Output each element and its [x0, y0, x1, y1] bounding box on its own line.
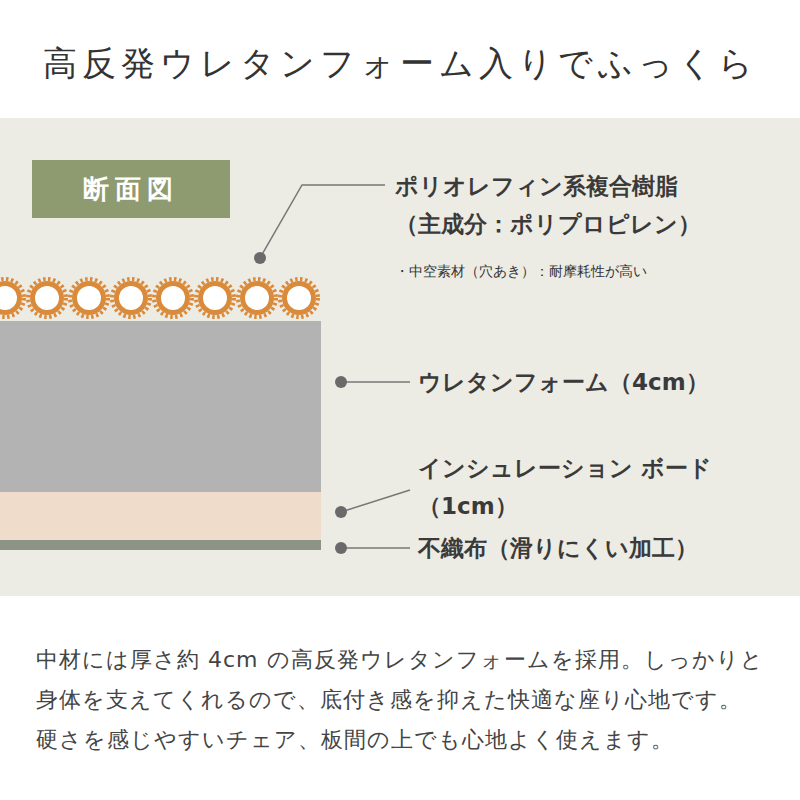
- leader-dot: [335, 506, 347, 518]
- section-tag: 断面図: [32, 160, 230, 218]
- bead-teeth: [28, 279, 66, 317]
- leader-line: [341, 490, 410, 512]
- bead-teeth: [112, 279, 150, 317]
- leader-line: [341, 381, 410, 383]
- bead-teeth: [154, 279, 192, 317]
- leader-line: [341, 547, 410, 549]
- leader-dot: [335, 542, 347, 554]
- hollow-bead: [70, 279, 108, 317]
- nonwoven-layer: [0, 540, 321, 550]
- bead-body: [240, 281, 274, 315]
- bead-teeth: [0, 279, 24, 317]
- bead-hole: [245, 286, 269, 310]
- bead-teeth: [70, 279, 108, 317]
- bead-hole: [203, 286, 227, 310]
- polyolefin-layer: [0, 279, 318, 317]
- bead-body: [156, 281, 190, 315]
- insulation-board-layer: [0, 492, 321, 540]
- bead-hole: [287, 286, 311, 310]
- bead-hole: [35, 286, 59, 310]
- hollow-bead: [196, 279, 234, 317]
- bead-hole: [119, 286, 143, 310]
- layer-label: ウレタンフォーム（4cm）: [418, 363, 709, 401]
- leader-dots: [254, 252, 347, 554]
- description-text: 中材には厚さ約 4cm の高反発ウレタンフォームを採用。しっかりと 身体を支えて…: [36, 640, 796, 760]
- bead-teeth: [238, 279, 276, 317]
- bead-hole: [0, 286, 17, 310]
- bead-body: [114, 281, 148, 315]
- tag-label: 断面図: [83, 172, 179, 207]
- hollow-bead: [238, 279, 276, 317]
- bead-hole: [161, 286, 185, 310]
- layer-label: 不織布（滑りにくい加工）: [418, 529, 698, 567]
- layer-label: ポリオレフィン系複合樹脂 （主成分：ポリプロピレン）: [395, 167, 765, 243]
- leader-dot: [254, 252, 266, 264]
- urethane-layer: [0, 321, 321, 492]
- note-text: ・中空素材（穴あき）：耐摩耗性が高い: [395, 261, 647, 281]
- bead-body: [198, 281, 232, 315]
- bead-body: [72, 281, 106, 315]
- hollow-bead: [0, 279, 24, 317]
- bead-body: [0, 281, 22, 315]
- bead-hole: [77, 286, 101, 310]
- page-title: 高反発ウレタンフォーム入りでふっくら: [0, 38, 800, 88]
- leader-dot: [335, 376, 347, 388]
- hollow-bead: [154, 279, 192, 317]
- panel-ground: [0, 118, 800, 596]
- bead-body: [30, 281, 64, 315]
- bead-teeth: [280, 279, 318, 317]
- hollow-bead: [280, 279, 318, 317]
- hollow-bead: [28, 279, 66, 317]
- bead-teeth: [196, 279, 234, 317]
- hollow-bead: [112, 279, 150, 317]
- leader-line: [260, 185, 385, 258]
- bead-body: [282, 281, 316, 315]
- layer-label: インシュレーション ボード（1cm）: [418, 449, 748, 525]
- leader-lines: [260, 185, 410, 548]
